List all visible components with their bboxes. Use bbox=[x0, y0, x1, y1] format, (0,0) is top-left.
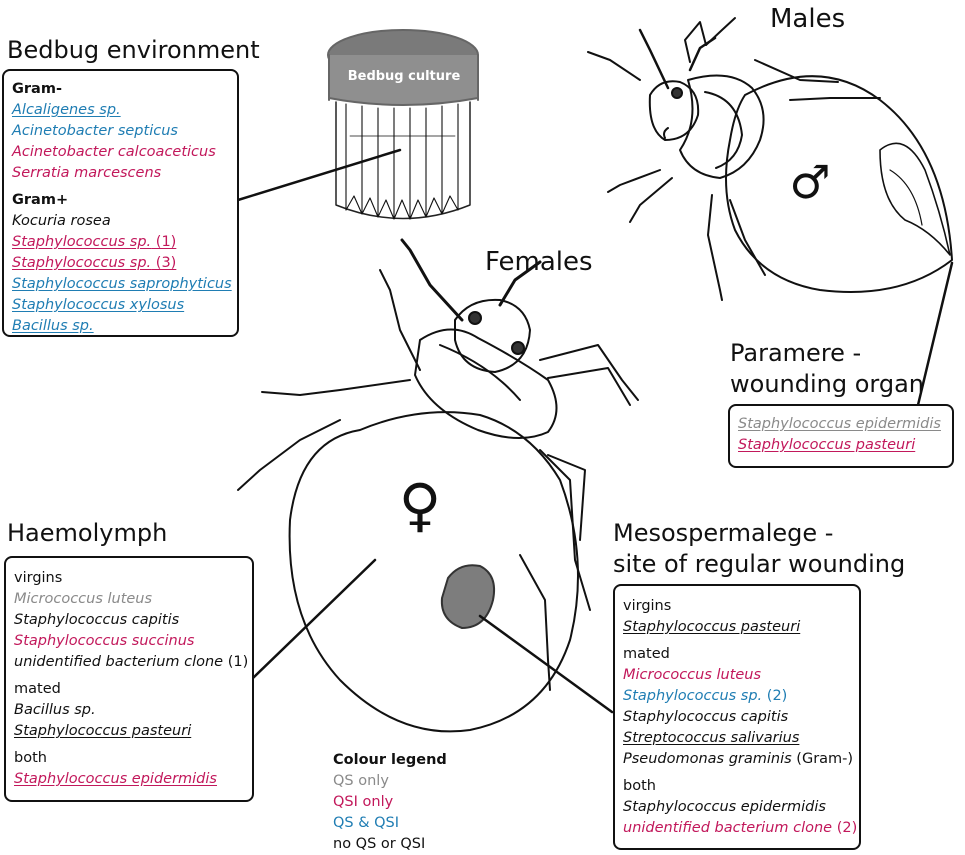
species-entry: Micrococcus luteus bbox=[14, 589, 244, 610]
species-entry: Serratia marcescens bbox=[12, 163, 229, 184]
mesospermalege-heading-line1: Mesospermalege - bbox=[613, 519, 834, 547]
species-name: Staphylococcus epidermidis bbox=[738, 416, 941, 432]
bedbug-culture-jar bbox=[327, 29, 479, 220]
environment-heading: Bedbug environment bbox=[7, 36, 260, 64]
group-label: Gram+ bbox=[12, 192, 69, 208]
paramere-heading-line1: Paramere - bbox=[730, 339, 862, 367]
species-entry: Staphylococcus capitis bbox=[14, 610, 244, 631]
species-name: Micrococcus luteus bbox=[14, 591, 153, 607]
species-suffix: (2) bbox=[832, 820, 858, 836]
species-name: Staphylococcus pasteuri bbox=[623, 619, 801, 635]
species-entry: Staphylococcus capitis bbox=[623, 707, 851, 728]
species-name: Acinetobacter septicus bbox=[12, 123, 178, 139]
females-heading: Females bbox=[485, 247, 593, 277]
male-bedbug bbox=[587, 17, 953, 301]
species-entry: Staphylococcus epidermidis bbox=[14, 769, 244, 790]
paramere-heading: Paramere - wounding organ bbox=[730, 338, 924, 400]
species-entry: Pseudomonas graminis (Gram-) bbox=[623, 749, 854, 770]
species-entry: Staphylococcus epidermidis bbox=[623, 797, 851, 818]
species-entry: Acinetobacter calcoaceticus bbox=[12, 142, 229, 163]
species-name: unidentified bacterium clone bbox=[14, 654, 224, 670]
species-name: Staphylococcus capitis bbox=[14, 612, 180, 628]
species-name: Streptococcus salivarius bbox=[623, 730, 800, 746]
species-entry: Kocuria rosea bbox=[12, 211, 229, 232]
group-label: virgins bbox=[623, 598, 672, 614]
species-name: Pseudomonas graminis bbox=[623, 751, 792, 767]
species-name: Staphylococcus sp. bbox=[12, 255, 152, 271]
species-name: Staphylococcus sp. bbox=[12, 234, 152, 250]
species-entry: Staphylococcus sp. (3) bbox=[12, 253, 229, 274]
species-name: Staphylococcus xylosus bbox=[12, 297, 185, 313]
males-heading: Males bbox=[770, 4, 846, 34]
species-name: Staphylococcus pasteuri bbox=[14, 723, 192, 739]
species-name: Bacillus sp. bbox=[12, 318, 94, 334]
species-name: Staphylococcus pasteuri bbox=[738, 437, 916, 453]
species-name: Staphylococcus sp. bbox=[623, 688, 763, 704]
species-suffix: (Gram-) bbox=[791, 751, 854, 767]
legend-entry: QS & QSI bbox=[333, 815, 400, 831]
species-entry: Staphylococcus succinus bbox=[14, 631, 244, 652]
species-name: Acinetobacter calcoaceticus bbox=[12, 144, 216, 160]
species-name: Serratia marcescens bbox=[12, 165, 162, 181]
species-suffix: (1) bbox=[151, 234, 177, 250]
species-entry: unidentified bacterium clone (1) bbox=[14, 652, 248, 673]
species-suffix: (3) bbox=[151, 255, 177, 271]
species-entry: Staphylococcus pasteuri bbox=[623, 617, 851, 638]
environment-box: Gram- Alcaligenes sp. Acinetobacter septic… bbox=[2, 69, 239, 337]
legend-entry: QS only bbox=[333, 773, 389, 789]
female-bedbug bbox=[237, 238, 639, 733]
mesospermalege-heading: Mesospermalege - site of regular woundin… bbox=[613, 518, 905, 580]
species-name: Alcaligenes sp. bbox=[12, 102, 121, 118]
species-entry: Streptococcus salivarius bbox=[623, 728, 851, 749]
species-name: Staphylococcus epidermidis bbox=[623, 799, 826, 815]
culture-label: Bedbug culture bbox=[348, 69, 461, 84]
legend-title: Colour legend bbox=[333, 752, 447, 768]
species-entry: Staphylococcus sp. (1) bbox=[12, 232, 229, 253]
legend-entry: QSI only bbox=[333, 794, 394, 810]
mesospermalege-heading-line2: site of regular wounding bbox=[613, 550, 906, 578]
legend-entry: no QS or QSI bbox=[333, 836, 426, 852]
species-entry: Staphylococcus sp. (2) bbox=[623, 686, 851, 707]
group-label: both bbox=[623, 778, 656, 794]
species-suffix: (1) bbox=[223, 654, 249, 670]
species-name: unidentified bacterium clone bbox=[623, 820, 833, 836]
haemolymph-heading: Haemolymph bbox=[7, 519, 168, 547]
species-name: Staphylococcus capitis bbox=[623, 709, 789, 725]
species-entry: Staphylococcus xylosus bbox=[12, 295, 229, 316]
species-name: Bacillus sp. bbox=[14, 702, 96, 718]
group-label: Gram- bbox=[12, 81, 62, 97]
species-name: Kocuria rosea bbox=[12, 213, 111, 229]
connector-lines bbox=[236, 148, 954, 714]
species-name: Staphylococcus epidermidis bbox=[14, 771, 217, 787]
group-label: mated bbox=[623, 646, 670, 662]
species-suffix: (2) bbox=[762, 688, 788, 704]
female-symbol: ♀ bbox=[399, 471, 441, 539]
species-name: Micrococcus luteus bbox=[623, 667, 762, 683]
group-label: virgins bbox=[14, 570, 63, 586]
species-name: Staphylococcus saprophyticus bbox=[12, 276, 232, 292]
male-symbol: ♂ bbox=[789, 155, 830, 209]
species-entry: Staphylococcus pasteuri bbox=[738, 435, 944, 456]
species-entry: Micrococcus luteus bbox=[623, 665, 851, 686]
species-entry: Alcaligenes sp. bbox=[12, 100, 229, 121]
species-entry: Bacillus sp. bbox=[12, 316, 229, 337]
paramere-heading-line2: wounding organ bbox=[730, 370, 924, 398]
species-entry: Staphylococcus saprophyticus bbox=[12, 274, 232, 295]
species-entry: Staphylococcus epidermidis bbox=[738, 414, 944, 435]
group-label: both bbox=[14, 750, 47, 766]
species-entry: Acinetobacter septicus bbox=[12, 121, 229, 142]
species-entry: Bacillus sp. bbox=[14, 700, 244, 721]
species-name: Staphylococcus succinus bbox=[14, 633, 195, 649]
species-entry: Staphylococcus pasteuri bbox=[14, 721, 244, 742]
species-entry: unidentified bacterium clone (2) bbox=[623, 818, 857, 839]
group-label: mated bbox=[14, 681, 61, 697]
